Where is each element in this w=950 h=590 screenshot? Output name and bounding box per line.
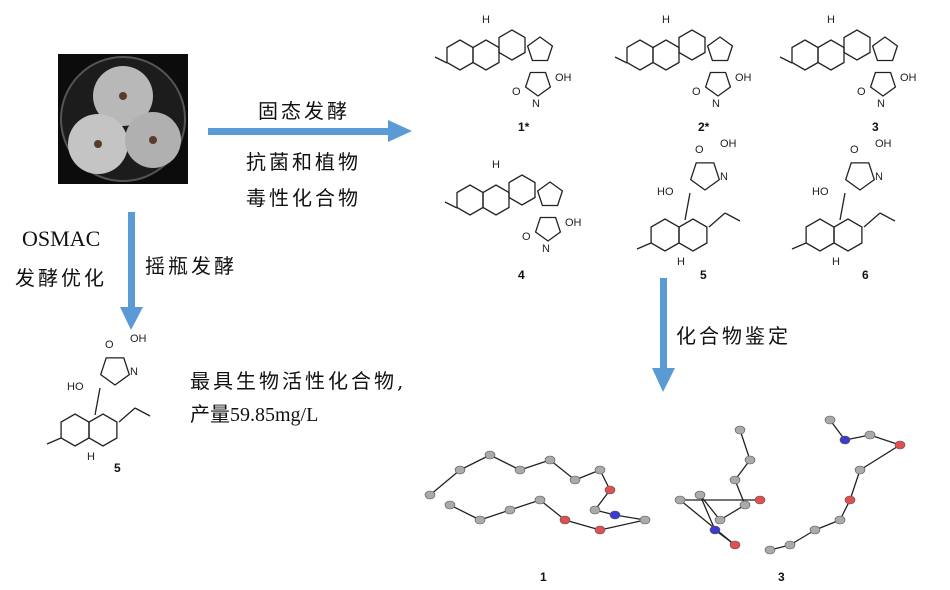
- svg-text:H: H: [827, 14, 835, 26]
- compound-5-structure: HO N O OH H: [636, 138, 741, 268]
- svg-text:O: O: [522, 231, 531, 243]
- most-active-compound-label: 最具生物活性化合物,: [190, 369, 407, 393]
- svg-text:O: O: [850, 144, 859, 156]
- svg-text:OH: OH: [565, 217, 582, 229]
- xray-structure-3a: [674, 425, 766, 550]
- svg-text:H: H: [87, 451, 95, 463]
- fermentation-optimization-label: 发酵优化: [15, 266, 107, 290]
- osmac-label: OSMAC: [22, 226, 101, 251]
- svg-text:N: N: [130, 366, 138, 378]
- compound-label-2: 2*: [698, 120, 710, 134]
- right-arrow: [208, 120, 412, 142]
- compound-label-6: 6: [862, 268, 869, 282]
- compound-label-3: 3: [872, 120, 879, 134]
- compound-identification-label: 化合物鉴定: [676, 324, 791, 348]
- svg-text:OH: OH: [875, 138, 892, 150]
- svg-text:H: H: [662, 14, 670, 26]
- compound-label-1: 1*: [518, 120, 530, 134]
- svg-text:N: N: [720, 171, 728, 183]
- svg-text:OH: OH: [735, 72, 752, 84]
- xray-structure-3b: [764, 415, 906, 555]
- svg-text:N: N: [542, 243, 550, 255]
- svg-text:O: O: [512, 86, 521, 98]
- svg-text:OH: OH: [130, 333, 147, 345]
- antibacterial-label: 抗菌和植物: [246, 150, 361, 174]
- compound-label-4: 4: [518, 268, 525, 282]
- svg-text:H: H: [492, 159, 500, 171]
- down-arrow-left: [120, 212, 143, 330]
- shake-flask-label: 摇瓶发酵: [145, 254, 237, 278]
- phytotoxic-label: 毒性化合物: [246, 186, 361, 210]
- svg-text:O: O: [105, 339, 114, 351]
- xray-label-3: 3: [778, 570, 785, 584]
- svg-text:HO: HO: [812, 186, 829, 198]
- solid-state-fermentation-label: 固态发酵: [258, 99, 350, 123]
- petri-dish-photo: [58, 54, 188, 184]
- best-compound-label: 5: [114, 461, 121, 475]
- svg-text:N: N: [877, 98, 885, 110]
- svg-text:H: H: [832, 256, 840, 268]
- svg-text:N: N: [532, 98, 540, 110]
- svg-text:HO: HO: [657, 186, 674, 198]
- best-compound-5-structure: HO N O OH H: [46, 333, 151, 463]
- svg-text:N: N: [875, 171, 883, 183]
- compound-6-structure: HO N O OH H: [791, 138, 896, 268]
- svg-text:H: H: [677, 256, 685, 268]
- svg-text:O: O: [695, 144, 704, 156]
- yield-label: 产量59.85mg/L: [190, 404, 319, 426]
- down-arrow-right: [652, 278, 675, 392]
- svg-text:O: O: [692, 86, 701, 98]
- svg-text:N: N: [712, 98, 720, 110]
- svg-text:OH: OH: [555, 72, 572, 84]
- compound-label-5: 5: [700, 268, 707, 282]
- svg-text:HO: HO: [67, 381, 84, 393]
- svg-text:O: O: [857, 86, 866, 98]
- xray-label-1: 1: [540, 570, 547, 584]
- svg-text:OH: OH: [720, 138, 737, 150]
- svg-text:OH: OH: [900, 72, 917, 84]
- xray-structure-1: [424, 450, 651, 535]
- svg-text:H: H: [482, 14, 490, 26]
